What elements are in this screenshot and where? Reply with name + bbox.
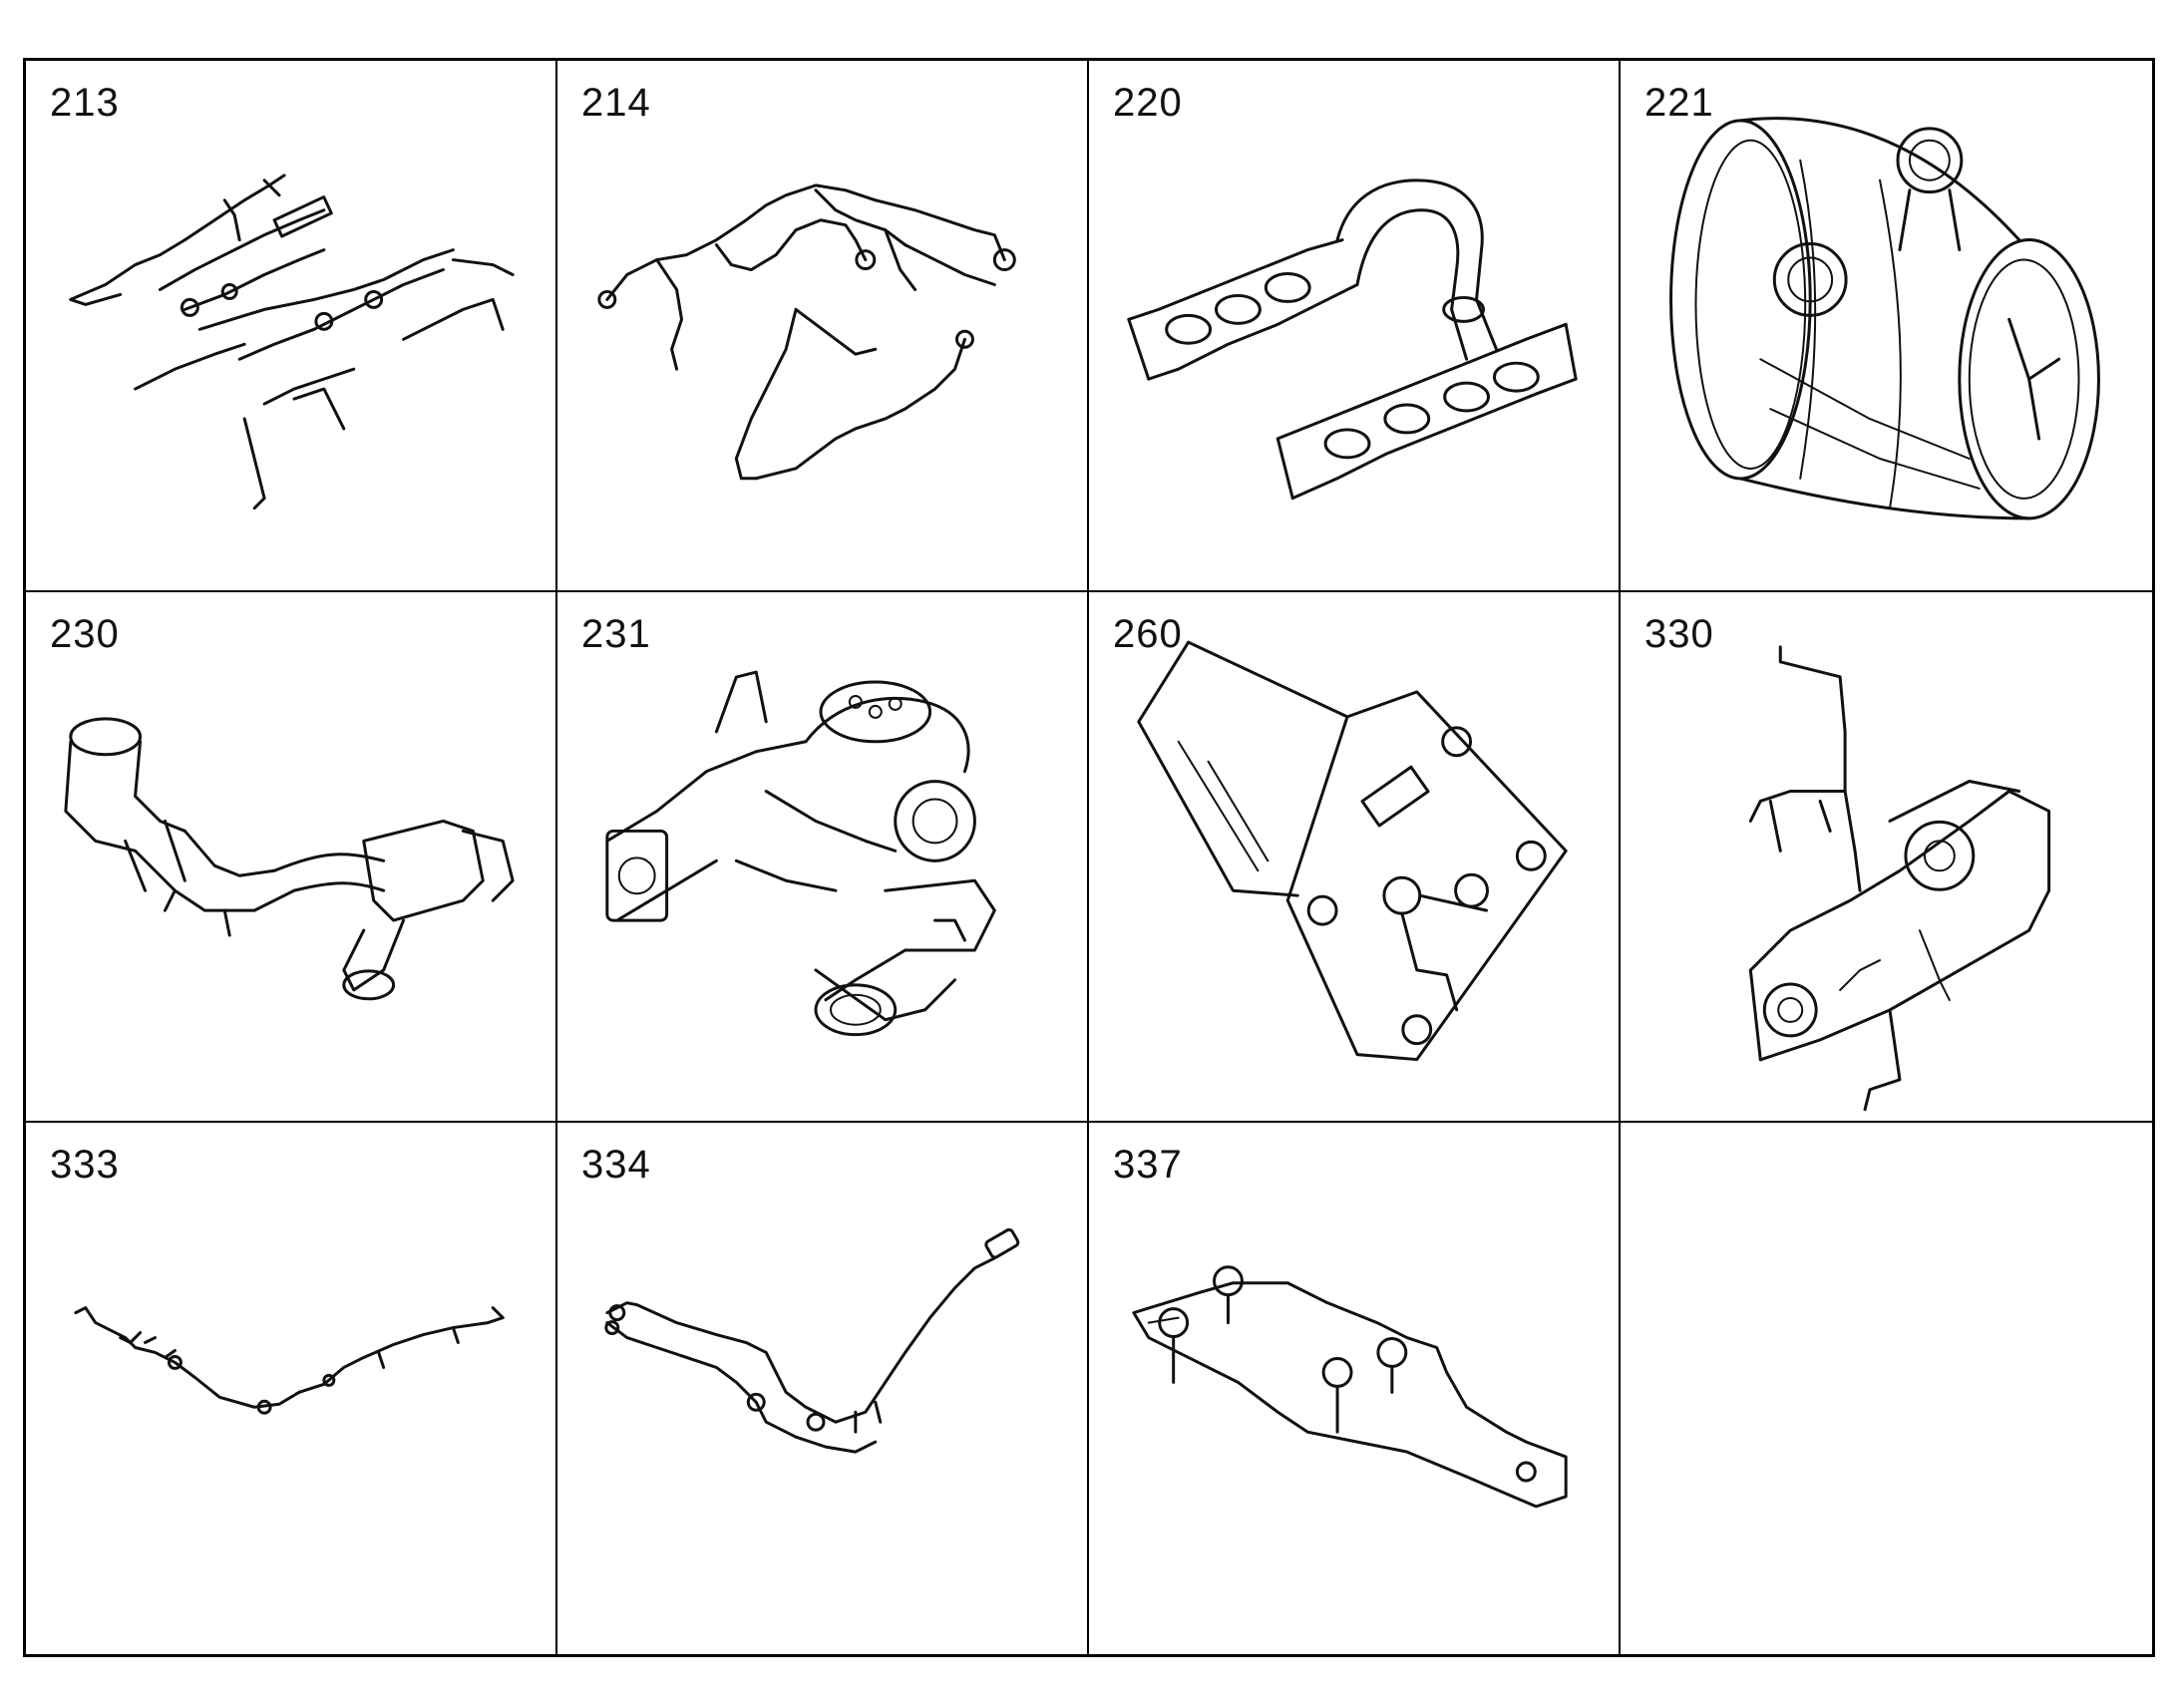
parts-catalog-grid: 213	[23, 58, 2155, 1657]
bolt-bracket-icon	[1089, 1123, 1619, 1654]
part-cell-330[interactable]: 330	[1621, 592, 2152, 1124]
part-cell-230[interactable]: 230	[26, 591, 557, 1124]
hose-line-assembly-icon	[557, 1123, 1087, 1654]
empty-cell	[1621, 1123, 2152, 1654]
part-cell-231[interactable]: 231	[557, 591, 1089, 1124]
part-code: 221	[1644, 81, 1714, 125]
intake-manifold-icon	[1089, 61, 1619, 590]
fuel-injector-harness-icon	[26, 61, 555, 590]
part-cell-334[interactable]: 334	[557, 1123, 1089, 1654]
fuel-line-harness-icon	[557, 61, 1087, 590]
part-code: 214	[581, 81, 651, 125]
part-code: 260	[1113, 611, 1183, 656]
turbocharger-housing-icon	[1621, 61, 2152, 590]
part-code: 231	[581, 611, 651, 656]
part-code: 330	[1644, 611, 1714, 656]
part-code: 337	[1113, 1143, 1183, 1188]
part-cell-333[interactable]: 333	[26, 1123, 557, 1654]
part-cell-214[interactable]: 214	[557, 61, 1089, 592]
part-code: 230	[50, 611, 120, 656]
part-code: 213	[50, 81, 120, 125]
part-cell-221[interactable]: 221	[1621, 61, 2152, 592]
exhaust-manifold-icon	[557, 592, 1087, 1122]
part-cell-260[interactable]: 260	[1089, 591, 1621, 1124]
part-code: 333	[50, 1143, 120, 1188]
part-cell-337[interactable]: 337	[1089, 1123, 1621, 1654]
mounting-plate-bracket-icon	[1089, 592, 1619, 1122]
part-code: 334	[581, 1143, 651, 1188]
tube-line-icon	[26, 1123, 555, 1654]
part-code: 220	[1113, 81, 1183, 125]
part-cell-220[interactable]: 220	[1089, 61, 1621, 592]
exhaust-pipe-catalytic-icon	[26, 592, 555, 1122]
transfer-case-assembly-icon	[1621, 592, 2152, 1122]
part-cell-213[interactable]: 213	[26, 61, 557, 592]
